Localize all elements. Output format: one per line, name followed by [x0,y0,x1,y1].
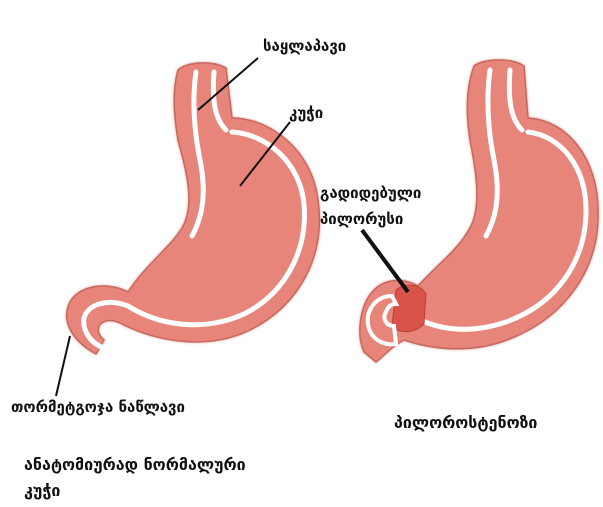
label-stomach: კუჭი [289,104,323,122]
label-duodenum: თორმეტგოჯა ნაწლავი [11,398,185,416]
caption-normal-stomach-line1: ანატომიურად ნორმალური [24,455,246,474]
caption-pyloric-stenosis: პილოროსტენოზი [394,413,537,432]
normal-stomach [67,63,320,354]
leader-duodenum [56,336,70,396]
label-enlarged-pylorus-line1: გადიდებული [320,184,421,202]
enlarged-pylorus [392,285,426,332]
label-enlarged-pylorus-line2: პილორუსი [320,210,403,228]
caption-normal-stomach-line2: კუჭი [24,481,60,500]
label-esophagus: საყლაპავი [263,37,346,55]
